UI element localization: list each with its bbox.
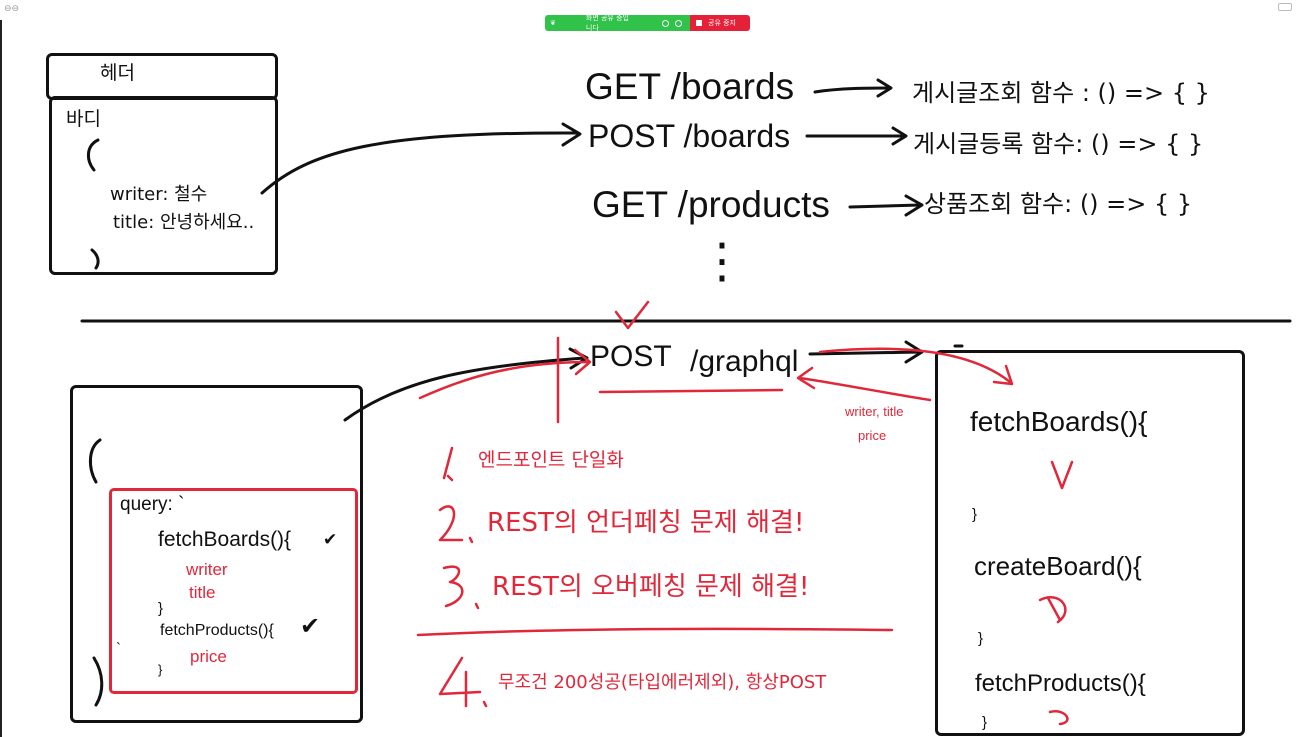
query-fetch-boards: fetchBoards(){ (158, 528, 292, 551)
resolver-entry-arrow (818, 347, 1012, 384)
benefit-3-text: REST의 오버페칭 문제 해결! (492, 572, 810, 602)
resolver-close-brace-3: } (982, 714, 988, 731)
query-to-graphql-arrow (343, 356, 587, 422)
benefit-2-text: REST의 언더페칭 문제 해결! (487, 508, 805, 538)
graphql-path: /graphql (690, 345, 799, 378)
stop-share-button[interactable]: 공유 중지 (690, 15, 750, 31)
response-arrow (798, 376, 932, 402)
resolver-close-brace-1: } (972, 506, 978, 523)
endpoint-get-boards: GET /boards (585, 66, 795, 107)
get-products-arrow (848, 203, 922, 209)
query-close-brace-2: } (158, 662, 163, 677)
writer-field: writer: 철수 (110, 184, 208, 205)
cloud-icon[interactable] (662, 19, 669, 27)
get-boards-arrow (813, 86, 892, 94)
bracket-query-open (89, 438, 102, 484)
response-fields-line2: price (858, 428, 887, 443)
share-status-pill: ❦ 화면 공유 중입니다 (545, 14, 690, 32)
title-field: title: 안녕하세요.. (113, 212, 255, 233)
response-fields-line1: writer, title (845, 404, 904, 419)
graphql-to-resolver-arrow (808, 350, 922, 356)
window-controls-icon[interactable]: ⊖⊖ (4, 3, 20, 13)
benefit-4-text: 무조건 200성공(타입에러제외), 항상POST (498, 672, 827, 693)
response-arrowhead (796, 366, 816, 390)
query-writer-field: writer (186, 560, 228, 579)
query-box (70, 385, 363, 723)
bracket-body-close (90, 248, 100, 270)
share-status-text: 화면 공유 중입니다 (585, 14, 629, 32)
red-left-arrowhead (573, 348, 592, 376)
body-label: 바디 (66, 108, 101, 130)
request-body-box (49, 96, 278, 275)
body-to-post-boards-arrow (260, 131, 580, 195)
query-backtick: ` (116, 640, 121, 657)
handler-get-products: 상품조회 함수: () => { } (924, 190, 1193, 218)
benefit-3-numeral (442, 565, 480, 610)
resolver-fetch-boards: fetchBoards(){ (970, 406, 1148, 437)
shield-icon[interactable] (675, 19, 682, 27)
get-boards-arrowhead (876, 78, 893, 98)
query-price-field: price (190, 647, 227, 666)
query-close-brace-1: } (158, 600, 164, 617)
screen-share-bar: ❦ 화면 공유 중입니다 공유 중지 (545, 14, 750, 32)
resolver-fetch-products: fetchProducts(){ (975, 670, 1146, 697)
header-label: 헤더 (100, 62, 135, 84)
query-title-field: title (189, 583, 216, 602)
left-edge-divider (0, 20, 2, 737)
section-divider-line (80, 319, 1292, 324)
check-icon: ✔ (300, 613, 321, 640)
resolver-entry-arrowhead (992, 364, 1014, 386)
benefit-2-numeral (438, 505, 474, 544)
resolver-create-board: createBoard(){ (974, 551, 1142, 581)
handler-get-boards: 게시글조회 함수 : () => { } (912, 79, 1210, 107)
window-resize-icon[interactable] (1278, 3, 1292, 11)
bracket-query-close (92, 656, 104, 707)
resolver-close-brace-2: } (978, 630, 984, 647)
stop-icon (696, 20, 702, 26)
resolver-mark-2 (1038, 596, 1067, 624)
resolver-mark-3 (1048, 710, 1069, 726)
query-label: query: ` (120, 494, 185, 515)
resolver-box (935, 350, 1245, 736)
endpoint-get-products: GET /products (592, 184, 830, 225)
benefit-1-text: 엔드포인트 단일화 (478, 449, 624, 471)
query-fetch-products: fetchProducts(){ (160, 622, 274, 639)
graphql-underline (598, 388, 784, 394)
red-left-swoosh (418, 360, 590, 400)
more-endpoints-ellipsis: ⋮ (698, 235, 746, 288)
handler-post-boards: 게시글등록 함수: () => { } (913, 130, 1204, 158)
get-products-arrowhead (904, 194, 924, 217)
graphql-method: POST (590, 340, 672, 373)
benefit-1-numeral (442, 446, 454, 482)
leaf-icon: ❦ (550, 20, 556, 27)
benefits-divider (416, 627, 894, 637)
endpoint-post-boards: POST /boards (588, 118, 791, 154)
query-highlight-box (109, 488, 358, 694)
stop-share-label: 공유 중지 (708, 19, 736, 27)
check-icon: ✔ (323, 530, 338, 549)
post-boards-arrowhead (891, 126, 908, 146)
bracket-body-open (87, 138, 100, 172)
benefit-4-numeral (438, 656, 488, 708)
graphql-checkmark (614, 300, 650, 330)
resolver-mark-1 (1050, 460, 1074, 490)
body-to-post-boards-arrowhead (561, 122, 582, 147)
